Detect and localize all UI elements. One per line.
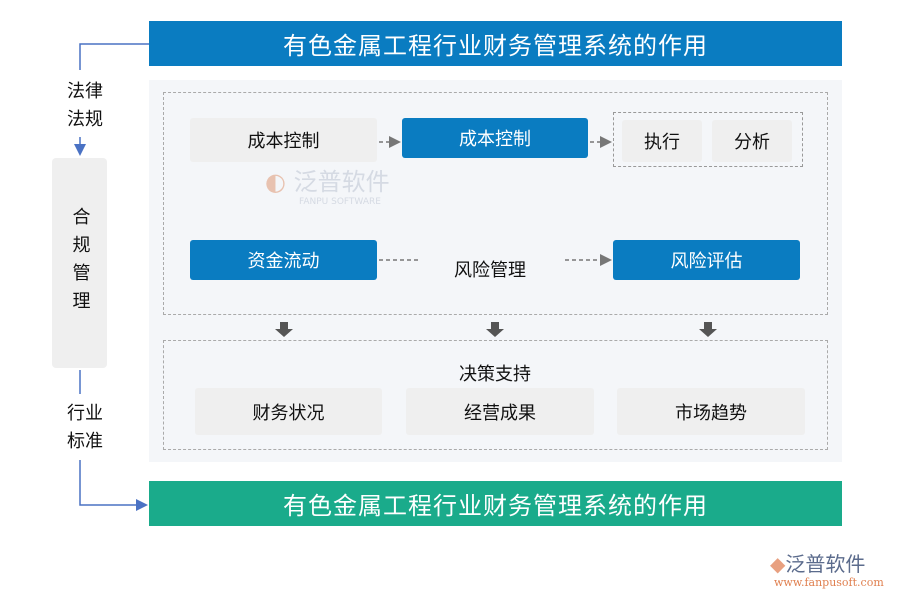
down-arrows [275, 322, 717, 337]
watermark-logo-icon: ◐ [265, 168, 286, 196]
cost-control-grey-box: 成本控制 [190, 118, 377, 162]
market-trend-box: 市场趋势 [617, 388, 805, 435]
down-arrow-icon [275, 322, 293, 337]
execute-analyze-group [613, 112, 803, 167]
logo-icon: ◆ [770, 552, 786, 576]
standard-text: 标准 [67, 431, 103, 452]
analyze-box: 分析 [712, 120, 792, 162]
regulation-text: 法规 [67, 109, 103, 130]
compliance-box: 合规管理 [52, 158, 107, 368]
operating-results-box: 经营成果 [406, 388, 594, 435]
bottom-title-banner: 有色金属工程行业财务管理系统的作用 [149, 481, 842, 526]
watermark-en: FANPU SOFTWARE [299, 197, 381, 207]
decision-dashed-group [163, 340, 828, 450]
logo-cn: 泛普软件 [785, 552, 866, 576]
capital-flow-box: 资金流动 [190, 240, 377, 280]
industry-standard-label: 行业标准 [60, 400, 110, 456]
watermark-cn: 泛普软件 [293, 168, 390, 196]
logo-url: www.fanpusoft.com [774, 576, 884, 589]
risk-assessment-box: 风险评估 [613, 240, 800, 280]
execute-box: 执行 [622, 120, 702, 162]
financial-status-box: 财务状况 [195, 388, 382, 435]
law-regulation-label: 法律法规 [60, 78, 110, 134]
fanpu-logo: ◆泛普软件 www.fanpusoft.com [770, 552, 884, 590]
top-title-banner: 有色金属工程行业财务管理系统的作用 [149, 21, 842, 66]
down-arrow-icon [699, 322, 717, 337]
risk-management-label: 风险管理 [454, 260, 526, 281]
industry-text: 行业 [67, 403, 103, 424]
cost-control-blue-box: 成本控制 [402, 118, 588, 158]
down-arrow-icon [486, 322, 504, 337]
compliance-text: 合规管理 [69, 207, 91, 319]
top-dashed-group [163, 92, 828, 315]
decision-support-title: 决策支持 [459, 364, 531, 385]
law-text: 法律 [67, 81, 103, 102]
